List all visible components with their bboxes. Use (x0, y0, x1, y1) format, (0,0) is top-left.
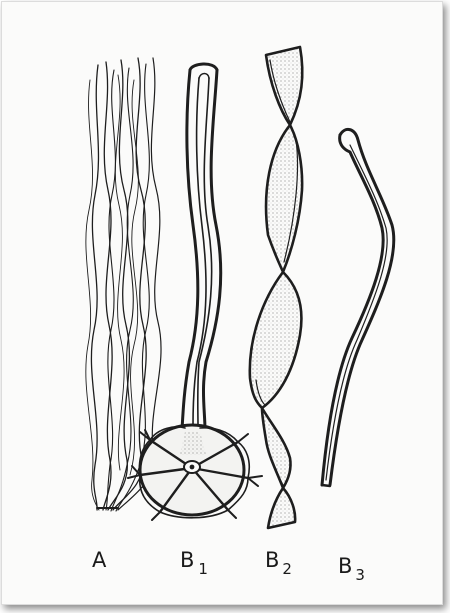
label-b2-sub: 2 (282, 560, 292, 578)
fiber-b3 (322, 129, 394, 486)
label-a: A (92, 548, 107, 572)
label-b1-main: B (180, 548, 194, 572)
label-b3-main: B (338, 554, 352, 578)
label-b3-sub: 3 (355, 566, 365, 584)
label-b2-main: B (265, 548, 279, 572)
fiber-b2 (250, 47, 303, 528)
label-b1-sub: 1 (198, 560, 208, 578)
